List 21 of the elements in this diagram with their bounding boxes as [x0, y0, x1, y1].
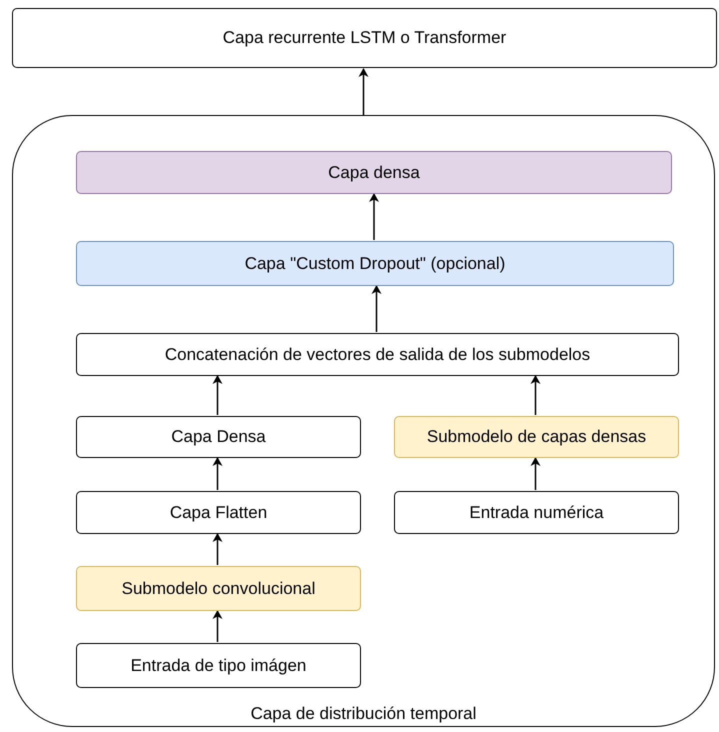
layer-box: Submodelo de capas densas	[394, 416, 679, 458]
arrow	[212, 457, 222, 490]
layer-box: Entrada de tipo imágen	[76, 643, 361, 688]
group-container	[12, 115, 715, 727]
arrow	[212, 610, 222, 642]
group-label: Capa de distribución temporal	[250, 704, 478, 724]
arrow	[530, 375, 540, 415]
arrow	[212, 375, 222, 415]
arrow	[530, 457, 540, 490]
arrow	[369, 193, 379, 240]
layer-box: Capa Densa	[76, 416, 361, 458]
layer-box: Capa Flatten	[76, 491, 361, 534]
arrow	[372, 285, 382, 332]
arrow	[212, 533, 222, 565]
layer-box: Entrada numérica	[394, 491, 679, 534]
layer-box: Capa "Custom Dropout" (opcional)	[76, 241, 674, 286]
layer-box: Capa recurrente LSTM o Transformer	[12, 8, 717, 68]
layer-box: Capa densa	[76, 151, 672, 194]
arrow	[358, 68, 368, 115]
layer-box: Concatenación de vectores de salida de los submodelos	[76, 333, 679, 376]
layer-box: Submodelo convolucional	[76, 566, 361, 611]
